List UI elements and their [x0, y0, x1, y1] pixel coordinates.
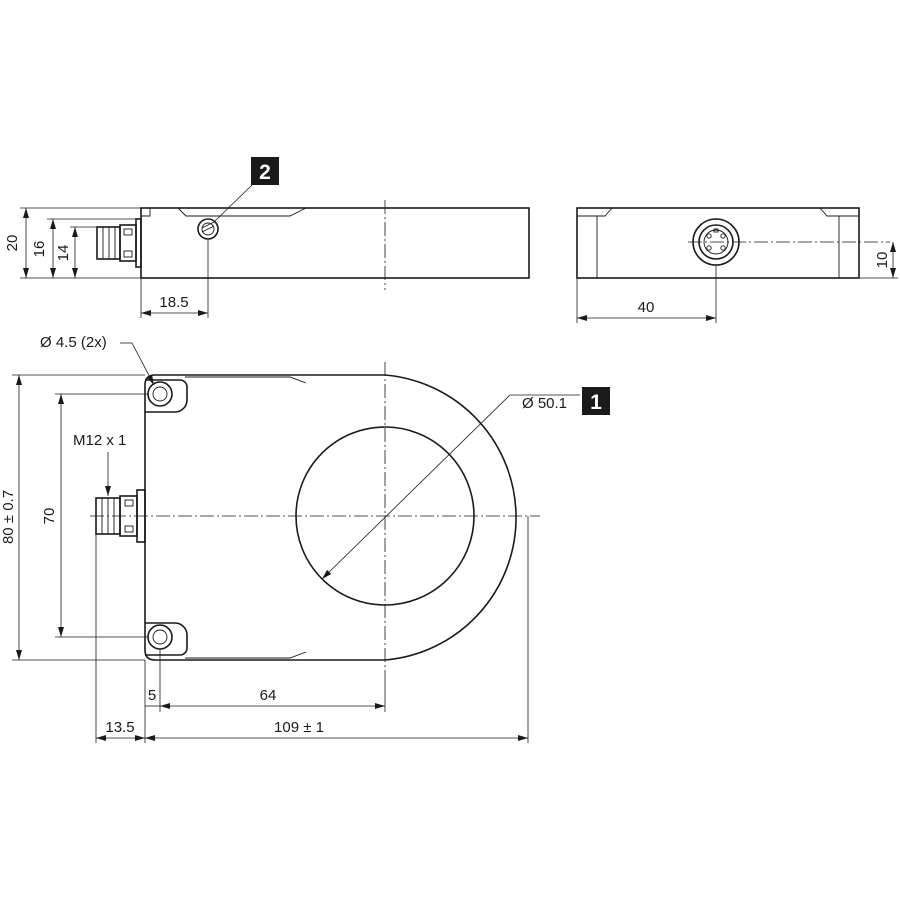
mounting-hole-side: [197, 218, 219, 240]
top-view: Ø 50.1 1 Ø 4.5 (2x) M12 x 1 80 ± 0.7 70 …: [0, 334, 610, 743]
dim-length-109: 109 ± 1: [274, 719, 324, 736]
dim-hole-diameter: Ø 4.5 (2x): [40, 334, 107, 351]
dim-height-14: 14: [55, 245, 72, 262]
side-view: 20 16 14 18.5 2: [4, 157, 530, 318]
m12-connector-side: [96, 218, 142, 268]
dim-height-16: 16: [31, 241, 48, 258]
callout-badge-1: [582, 387, 610, 415]
dim-aperture-diameter: Ø 50.1: [522, 395, 567, 412]
dim-connector-10: 10: [874, 252, 891, 269]
dim-hole-spacing-70: 70: [41, 508, 58, 525]
dim-offset-5: 5: [148, 687, 156, 704]
dim-width-40: 40: [638, 299, 655, 316]
mounting-hole-bottom: [145, 622, 188, 656]
callout-badge-2-label: 2: [259, 161, 271, 184]
dim-offset-18-5: 18.5: [159, 294, 188, 311]
dim-length-80: 80 ± 0.7: [0, 490, 17, 544]
end-view: 40 10: [576, 207, 898, 323]
callout-badge-1-label: 1: [590, 391, 602, 414]
callout-badge-2: [251, 157, 279, 185]
dim-connector-13-5: 13.5: [105, 719, 134, 736]
dim-offset-64: 64: [260, 687, 277, 704]
dim-thread: M12 x 1: [73, 432, 126, 449]
dim-height-20: 20: [4, 235, 21, 252]
mounting-hole-top: [145, 379, 188, 413]
